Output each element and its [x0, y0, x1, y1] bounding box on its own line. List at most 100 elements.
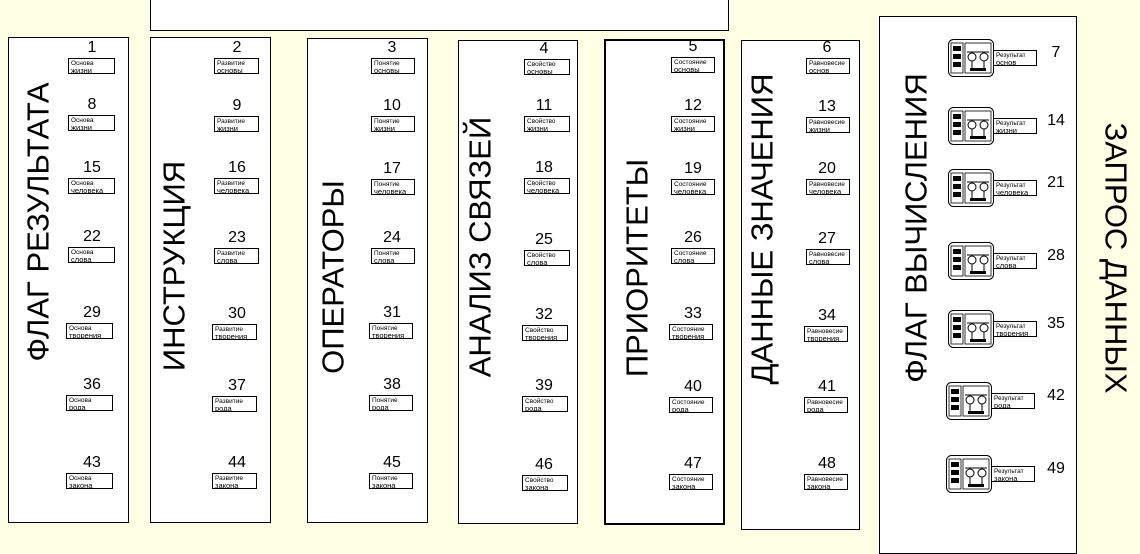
- block-number: 17: [383, 160, 401, 177]
- block-number: 21: [1047, 174, 1065, 191]
- label-line-1: Развитие: [217, 250, 245, 257]
- label-line-2: слова: [809, 257, 830, 265]
- block-number: 37: [228, 377, 246, 394]
- column-title: ДАННЫЕ ЗНАЧЕНИЯ: [744, 73, 780, 385]
- block-number: 12: [684, 97, 702, 114]
- block-number: 31: [383, 304, 401, 321]
- label-line-1: Результат: [996, 323, 1026, 330]
- label-line-2: человека: [996, 188, 1029, 196]
- block-number: 5: [688, 38, 698, 55]
- label-line-1: Основа: [71, 249, 94, 256]
- block-number: 27: [818, 230, 836, 247]
- column-title: ФЛАГ РЕЗУЛЬТАТА: [20, 82, 56, 362]
- label-line-2: творения: [372, 331, 405, 339]
- label-line-1: Понятие: [372, 397, 398, 404]
- label-line-2: основы: [674, 65, 700, 73]
- computing-unit-icon: [948, 107, 994, 145]
- block-number: 48: [818, 455, 836, 472]
- label-line-1: Понятие: [374, 118, 400, 125]
- label-line-1: Развитие: [215, 326, 243, 333]
- label-line-2: жизни: [71, 123, 92, 131]
- block-number: 25: [535, 231, 553, 248]
- label-line-2: творения: [807, 334, 840, 342]
- label-line-2: основ: [996, 58, 1017, 66]
- block-number: 9: [232, 97, 242, 114]
- label-line-1: Свойство: [527, 118, 556, 125]
- block-number: 13: [818, 98, 836, 115]
- label-line-2: закона: [994, 474, 1018, 482]
- label-line-1: Основа: [69, 475, 92, 482]
- label-line-2: жизни: [374, 124, 395, 132]
- label-line-1: Основа: [69, 397, 92, 404]
- label-line-1: Равновесие: [809, 181, 845, 188]
- label-line-1: Свойство: [527, 61, 556, 68]
- label-line-2: основ: [809, 66, 830, 74]
- label-line-2: рода: [807, 405, 824, 413]
- computing-unit-icon: [948, 242, 994, 280]
- label-line-1: Основа: [69, 325, 92, 332]
- label-line-2: жизни: [809, 125, 830, 133]
- label-line-1: Основа: [71, 180, 94, 187]
- label-line-1: Состояние: [672, 326, 705, 333]
- label-line-1: Понятие: [372, 325, 398, 332]
- label-line-2: человека: [71, 186, 104, 194]
- label-line-1: Равновесие: [807, 476, 843, 483]
- computing-unit-icon: [948, 169, 994, 207]
- label-line-2: основы: [527, 67, 553, 75]
- label-line-1: Основа: [71, 60, 94, 67]
- block-number: 19: [684, 160, 702, 177]
- column-title: ОПЕРАТОРЫ: [315, 180, 351, 374]
- block-number: 45: [383, 454, 401, 471]
- block-number: 3: [387, 39, 397, 56]
- top-panel: [150, 0, 729, 31]
- label-line-1: Развитие: [217, 118, 245, 125]
- column-title: АНАЛИЗ СВЯЗЕЙ: [462, 116, 498, 378]
- label-line-1: Состояние: [674, 59, 707, 66]
- label-line-1: Свойство: [525, 327, 554, 334]
- label-line-1: Равновесие: [809, 60, 845, 67]
- block-number: 34: [818, 307, 836, 324]
- label-line-1: Состояние: [674, 181, 707, 188]
- label-line-1: Состояние: [672, 399, 705, 406]
- block-number: 46: [535, 456, 553, 473]
- label-line-2: творения: [525, 333, 558, 341]
- label-line-1: Понятие: [374, 181, 400, 188]
- block-number: 16: [228, 159, 246, 176]
- block-number: 33: [684, 305, 702, 322]
- label-line-1: Развитие: [215, 398, 243, 405]
- label-line-1: Свойство: [527, 180, 556, 187]
- label-line-2: закона: [807, 482, 831, 490]
- label-line-1: Результат: [994, 395, 1024, 402]
- block-number: 15: [83, 159, 101, 176]
- label-line-2: жизни: [527, 124, 548, 132]
- block-number: 1: [87, 39, 97, 56]
- block-number: 38: [383, 376, 401, 393]
- label-line-2: закона: [69, 481, 93, 489]
- column-title: ИНСТРУКЦИЯ: [156, 160, 192, 372]
- block-number: 14: [1047, 112, 1065, 129]
- label-line-1: Развитие: [217, 180, 245, 187]
